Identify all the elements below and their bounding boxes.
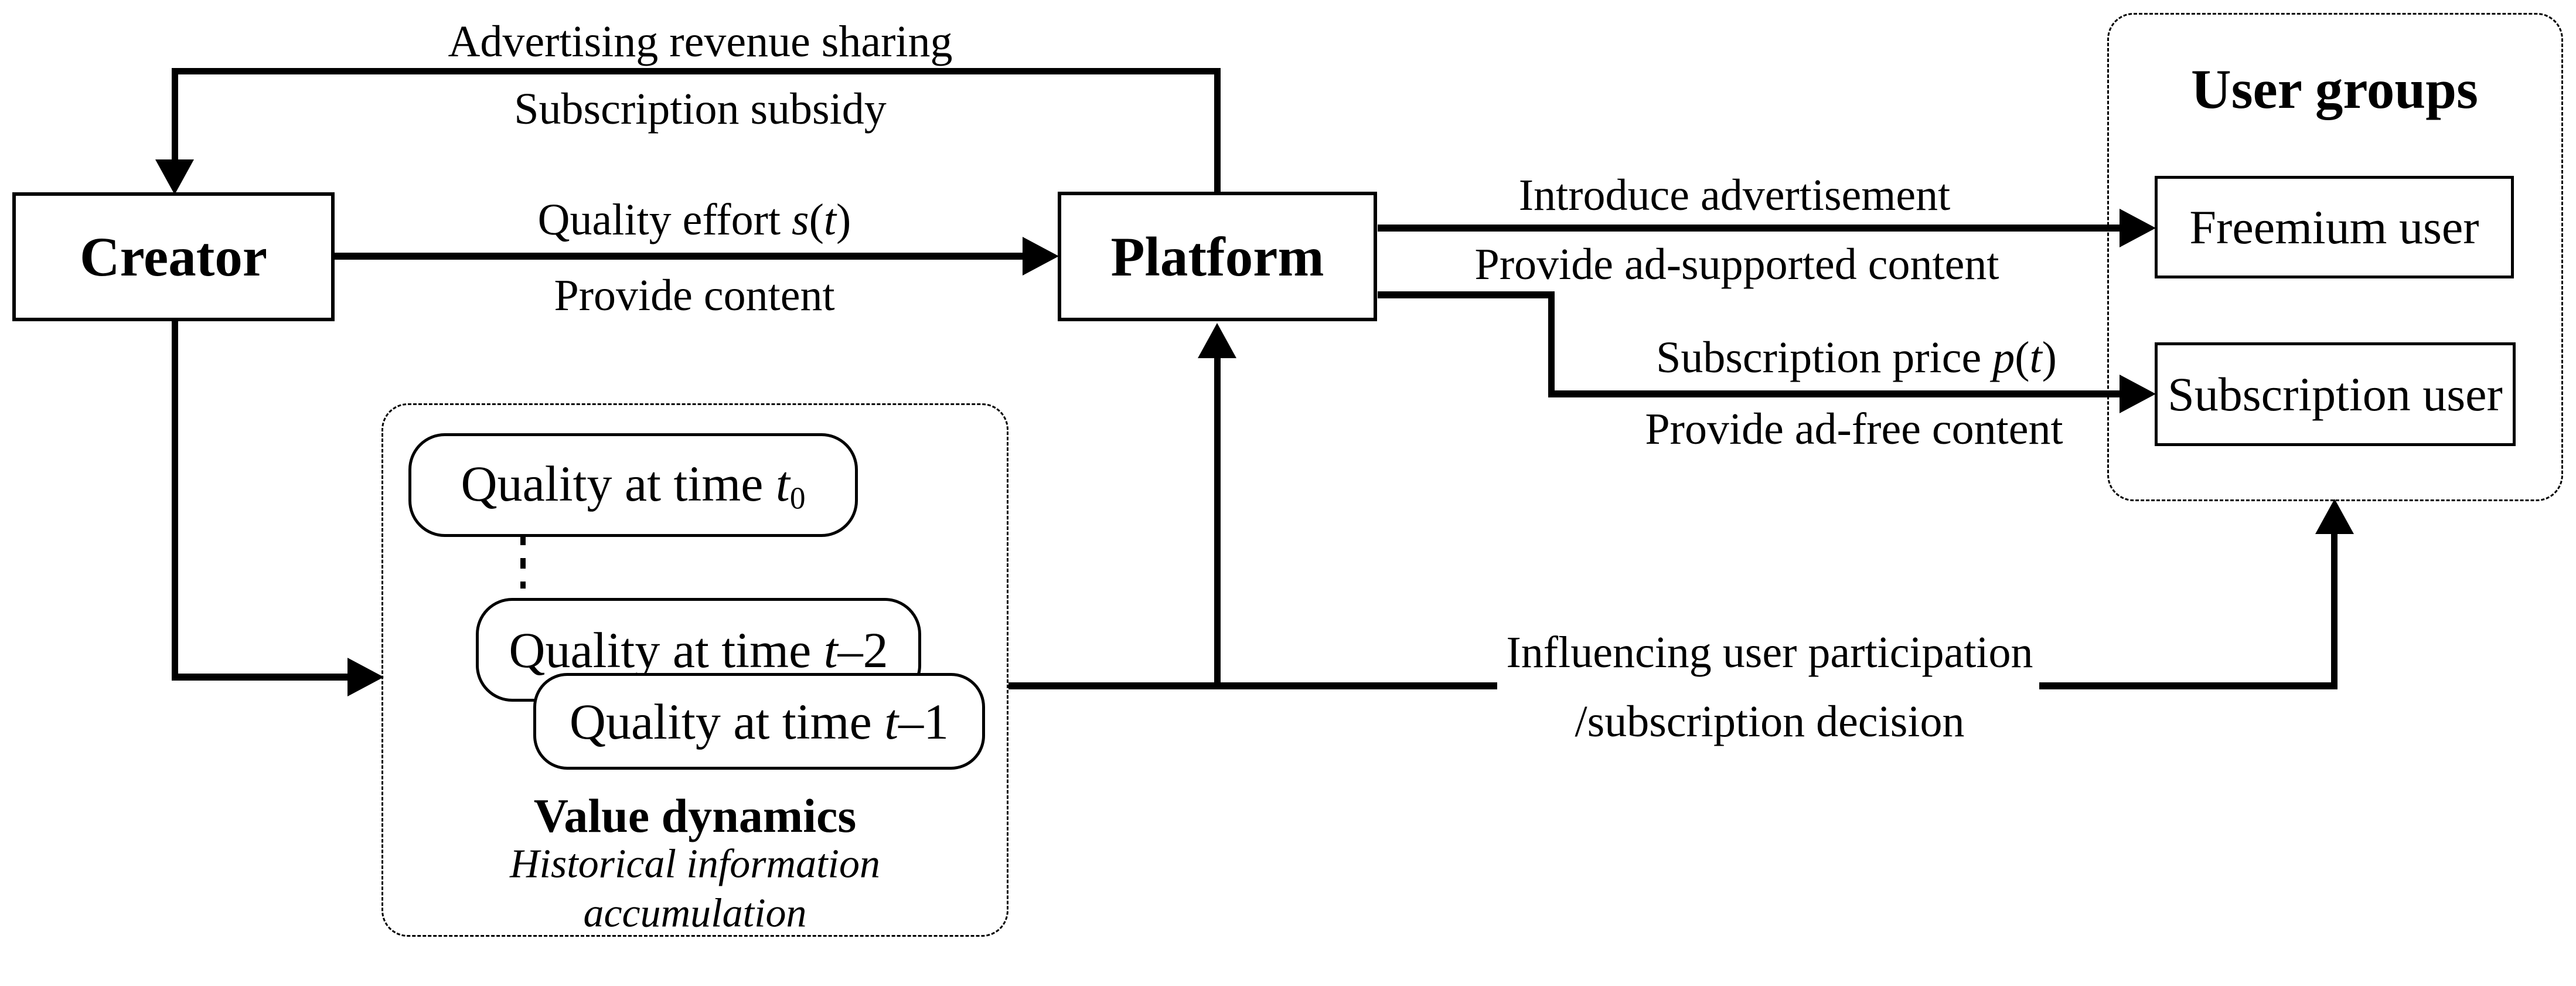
arrowhead-into-platform-bottom: [1198, 323, 1236, 358]
label-provide-ad-supported-content: Provide ad-supported content: [1474, 240, 1999, 290]
label-influencing-line1: Influencing user participation: [1506, 628, 2033, 678]
label-influencing-line2: /subscription decision: [1575, 697, 1965, 747]
edge-up-to-platform-bottom: [1214, 356, 1221, 689]
edge-platform-subscription-drop: [1548, 291, 1555, 397]
edge-valuedynamics-out-seg1: [1008, 682, 1497, 689]
label-advertising-revenue-sharing: Advertising revenue sharing: [448, 17, 953, 67]
label-subscription-subsidy: Subscription subsidy: [514, 84, 887, 134]
edge-platform-freemium-line: [1378, 225, 2122, 232]
arrowhead-into-freemium: [2120, 209, 2156, 247]
label-quality-effort: Quality effort s(t): [537, 195, 851, 245]
edge-creator-valuedynamics-line: [172, 674, 349, 681]
quality-t1-pill: Quality at time t–1: [533, 673, 985, 770]
edge-creator-platform-line: [335, 253, 1026, 260]
edge-creator-valuedynamics-drop: [172, 321, 178, 681]
subscription-user-label: Subscription user: [2168, 367, 2503, 421]
user-groups-container: [2107, 13, 2563, 501]
arrowhead-into-platform-left: [1023, 237, 1059, 276]
quality-t1-label: Quality at time t–1: [569, 693, 949, 750]
arrowhead-into-creator-top: [155, 159, 194, 195]
platform-label: Platform: [1110, 225, 1324, 288]
edge-adv-revenue-top-line: [172, 68, 1221, 74]
arrowhead-into-usergroups-bottom: [2315, 499, 2354, 534]
freemium-user-label: Freemium user: [2189, 200, 2479, 254]
edge-valuedynamics-out-seg2: [2039, 682, 2335, 689]
value-dynamics-container: [381, 403, 1008, 937]
edge-platform-subscription-seg2: [1548, 390, 2122, 397]
label-subscription-price: Subscription price p(t): [1656, 333, 2057, 383]
ellipsis-dots: [520, 535, 526, 589]
edge-adv-revenue-platform-riser: [1214, 68, 1221, 195]
creator-node: Creator: [12, 192, 335, 321]
edge-adv-revenue-creator-drop: [172, 68, 178, 162]
value-dynamics-subtitle-line1: Historical information: [510, 841, 880, 887]
value-dynamics-title: Value dynamics: [533, 788, 857, 842]
quality-t0-pill: Quality at time t0: [408, 433, 858, 537]
arrowhead-into-valuedynamics: [347, 658, 384, 696]
edge-platform-subscription-seg1: [1378, 291, 1555, 298]
edge-up-to-usergroups-bottom: [2331, 531, 2338, 689]
arrowhead-into-subscription: [2120, 375, 2156, 413]
user-groups-title: User groups: [2190, 57, 2479, 120]
value-dynamics-subtitle-line2: accumulation: [583, 890, 807, 936]
label-provide-ad-free-content: Provide ad-free content: [1645, 404, 2063, 454]
freemium-user-node: Freemium user: [2155, 176, 2514, 278]
label-introduce-advertisement: Introduce advertisement: [1518, 171, 1951, 220]
subscription-user-node: Subscription user: [2155, 342, 2516, 446]
quality-t0-label: Quality at time t0: [461, 455, 806, 516]
platform-node: Platform: [1058, 192, 1377, 321]
label-provide-content: Provide content: [554, 271, 835, 321]
quality-t2-label: Quality at time t–2: [509, 621, 888, 678]
creator-label: Creator: [79, 226, 268, 288]
